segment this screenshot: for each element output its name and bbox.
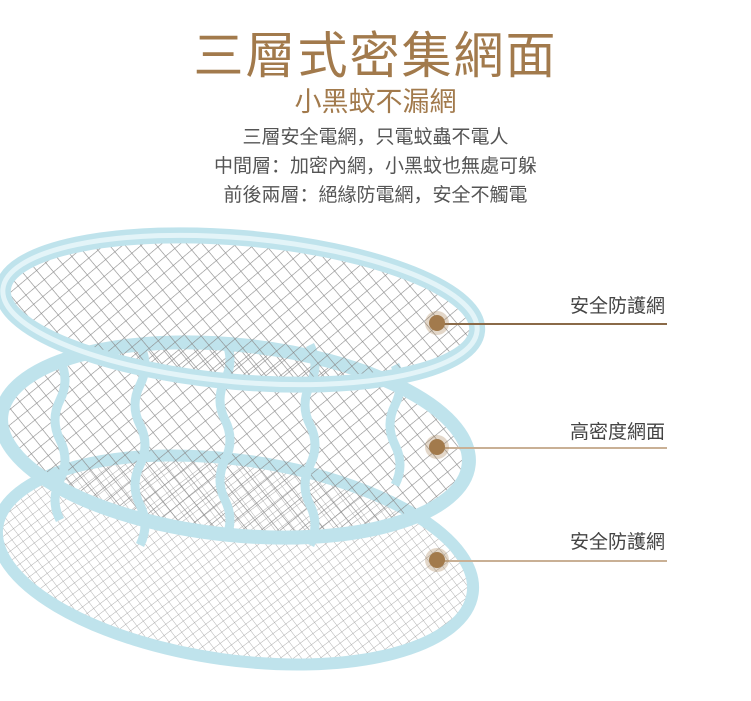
callout-label-top: 安全防護網 — [569, 295, 665, 317]
page-title: 三層式密集網面 — [193, 27, 558, 85]
callout-leader-line — [437, 323, 667, 325]
callout-label-middle: 高密度網面 — [569, 421, 665, 443]
description-line: 中間層：加密內網，小黑蚊也無處可躲 — [213, 155, 537, 177]
page-subtitle: 小黑蚊不漏網 — [294, 87, 457, 118]
callout-label-bottom: 安全防護網 — [569, 531, 665, 553]
callout-leader-line — [437, 560, 667, 562]
description-line: 前後兩層：絕緣防電網，安全不觸電 — [223, 184, 528, 206]
callout-dot — [429, 552, 445, 568]
three-layer-mesh-illustration — [0, 227, 486, 671]
callout-leader-line — [437, 447, 667, 449]
top-safety-mesh — [0, 227, 486, 393]
callout-dot — [429, 315, 445, 331]
callout-dot — [429, 439, 445, 455]
description-line: 三層安全電網，只電蚊蟲不電人 — [242, 126, 509, 148]
